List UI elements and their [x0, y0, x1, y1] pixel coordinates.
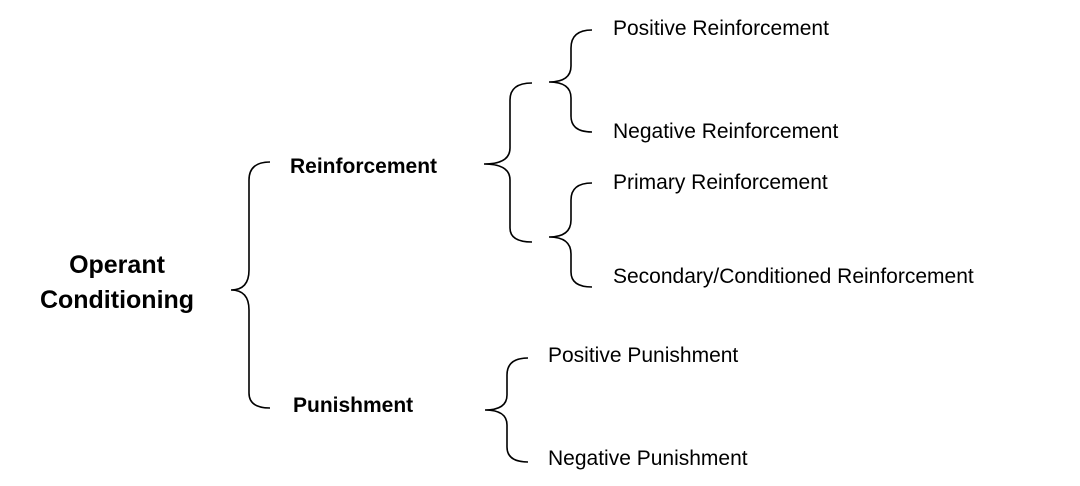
leaf-positive-reinforcement: Positive Reinforcement — [613, 17, 829, 40]
punishment-brace — [484, 357, 529, 463]
leaf-secondary-conditioned-reinforcement: Secondary/Conditioned Reinforcement — [613, 265, 974, 288]
leaf-negative-reinforcement: Negative Reinforcement — [613, 120, 838, 143]
leaf-negative-punishment: Negative Punishment — [548, 447, 748, 470]
branch-label-reinforcement: Reinforcement — [290, 155, 437, 178]
reinforcement-subbrace-2 — [548, 182, 593, 288]
root-label-line1: Operant — [69, 251, 166, 279]
leaf-primary-reinforcement: Primary Reinforcement — [613, 171, 828, 194]
reinforcement-subbrace-1 — [548, 29, 593, 133]
leaf-positive-punishment: Positive Punishment — [548, 344, 738, 367]
reinforcement-brace — [483, 82, 533, 243]
root-label-line2: Conditioning — [40, 286, 194, 314]
root-brace — [230, 161, 271, 409]
branch-label-punishment: Punishment — [293, 394, 413, 417]
